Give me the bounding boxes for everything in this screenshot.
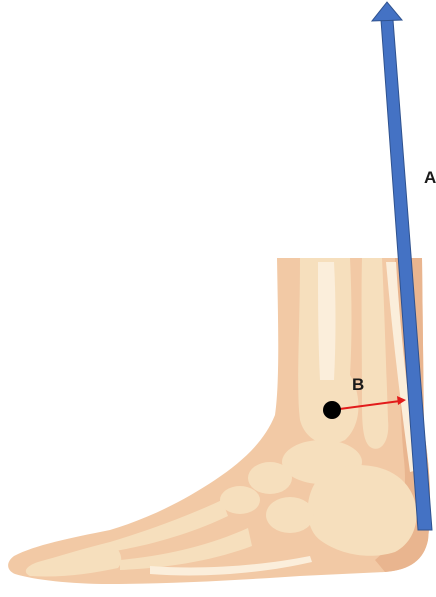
- force-arrow-head: [372, 2, 402, 21]
- cuneiform-bone: [220, 486, 260, 514]
- calcaneus-bone: [308, 465, 417, 556]
- cuboid-bone: [266, 497, 314, 533]
- foot-illustration: [8, 258, 430, 584]
- label-a: A: [424, 168, 436, 187]
- bone-highlight: [318, 262, 336, 380]
- label-b: B: [352, 375, 364, 394]
- joint-center-dot: [323, 401, 341, 419]
- navicular-bone: [248, 462, 292, 494]
